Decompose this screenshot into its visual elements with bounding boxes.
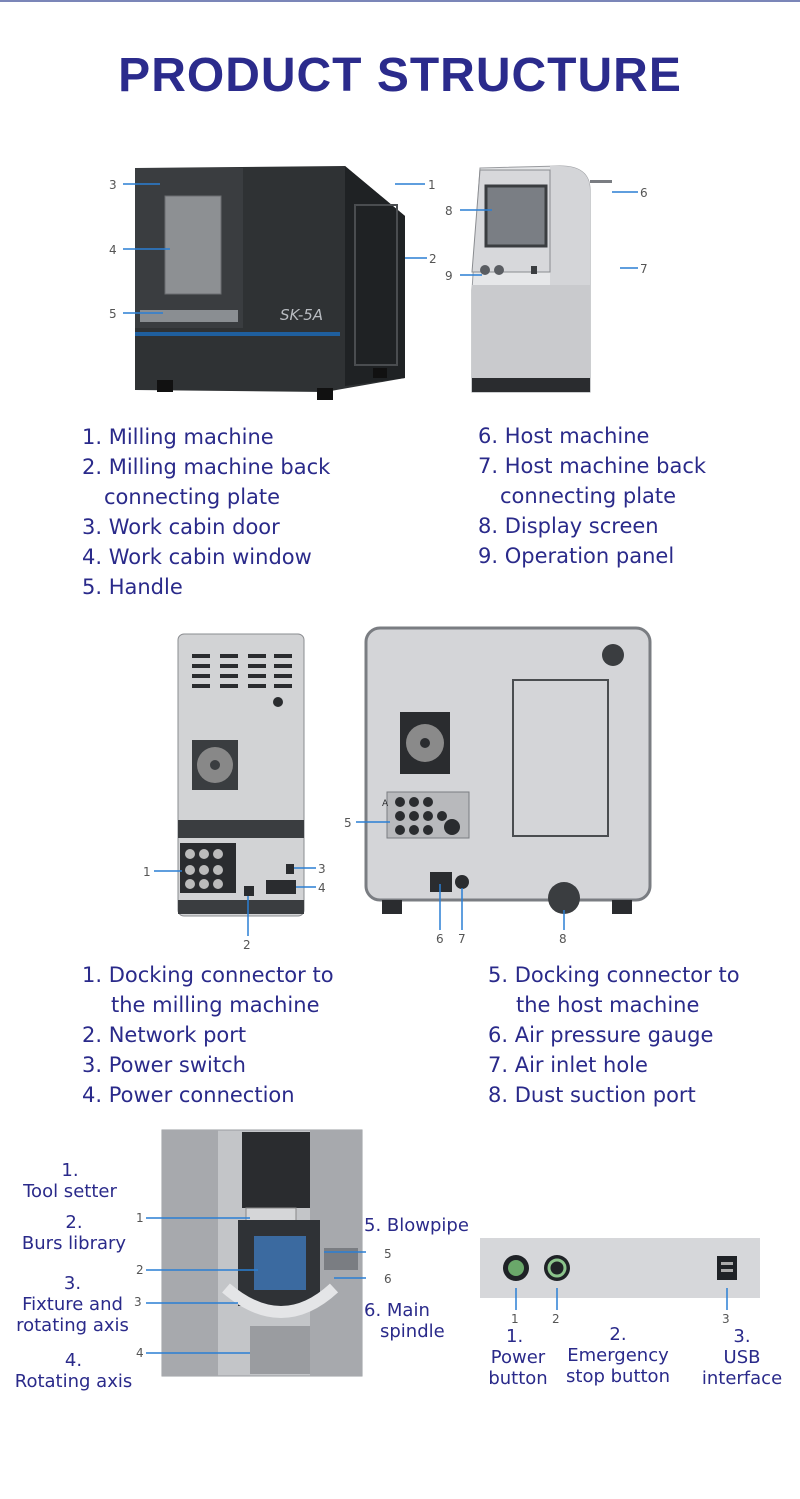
legend-item-continued: connecting plate xyxy=(104,485,281,509)
callout-6: 6 xyxy=(436,932,444,946)
callout-8: 8 xyxy=(559,932,567,946)
callout-6: 6 xyxy=(384,1272,392,1286)
legend-item: 1. Milling machine xyxy=(82,425,274,449)
label-burs-library: 2. Burs library xyxy=(10,1212,138,1254)
callout-3: 3 xyxy=(722,1312,730,1326)
callout-5: 5 xyxy=(109,307,117,321)
label-line: Fixture and xyxy=(22,1294,123,1315)
milling-machine-figure: SK-5A 3 4 5 1 2 xyxy=(109,166,437,400)
work-cabin-figure: 1 2 3 4 xyxy=(134,1129,366,1377)
legend-item: 9. Operation panel xyxy=(478,544,675,568)
callout-4: 4 xyxy=(109,243,117,257)
legend-section1-right: 6. Host machine 7. Host machine back con… xyxy=(478,421,778,571)
legend-item: 7. Host machine back xyxy=(478,454,707,478)
legend-item: 8. Dust suction port xyxy=(488,1083,696,1107)
label-line: interface xyxy=(701,1368,783,1389)
legend-item-continued: the host machine xyxy=(516,993,700,1017)
milling-back-figure: A 5 6 7 8 xyxy=(344,626,652,946)
callout-2: 2 xyxy=(552,1312,560,1326)
callout-1: 1 xyxy=(136,1211,144,1225)
label-fixture: 3. Fixture and rotating axis xyxy=(10,1273,135,1336)
legend-section2-right: 5. Docking connector to the host machine… xyxy=(488,960,788,1110)
label-main-spindle: 6. Main spindle xyxy=(364,1300,464,1342)
callout-9: 9 xyxy=(445,269,453,283)
label-line: 2. xyxy=(609,1324,627,1345)
label-line: 4. xyxy=(64,1350,83,1371)
label-line: 1. xyxy=(61,1160,79,1181)
label-line: 2. xyxy=(65,1212,83,1233)
label-blowpipe: 5. Blowpipe xyxy=(364,1215,484,1236)
label-line: 6. Main xyxy=(364,1300,430,1321)
legend-item: 7. Air inlet hole xyxy=(488,1053,648,1077)
callout-7: 7 xyxy=(458,932,466,946)
label-line: rotating axis xyxy=(16,1315,129,1336)
callout-5: 5 xyxy=(384,1247,392,1261)
legend-item: 4. Work cabin window xyxy=(82,545,312,569)
callout-1: 1 xyxy=(511,1312,519,1326)
label-tool-setter: 1. Tool setter xyxy=(10,1160,130,1202)
callout-3: 3 xyxy=(318,862,326,876)
connector-label: A xyxy=(382,799,389,809)
label-line: 3. xyxy=(733,1326,751,1347)
label-line: Rotating axis xyxy=(14,1371,133,1392)
label-line: Emergency xyxy=(567,1345,669,1366)
top-border xyxy=(0,0,800,2)
callout-2: 2 xyxy=(136,1263,144,1277)
host-back-figure: 1 3 4 2 xyxy=(143,633,326,952)
host-machine-figure: 6 8 9 7 xyxy=(445,165,648,393)
legend-item: 2. Milling machine back xyxy=(82,455,331,479)
legend-item: 2. Network port xyxy=(82,1023,247,1047)
legend-item: 8. Display screen xyxy=(478,514,659,538)
label-line: Power xyxy=(490,1347,546,1368)
legend-item: 6. Host machine xyxy=(478,424,650,448)
label-rotating-axis: 4. Rotating axis xyxy=(6,1350,141,1392)
operation-panel-figure: 1 2 3 xyxy=(480,1238,760,1326)
callout-4: 4 xyxy=(318,881,326,895)
label-line: Burs library xyxy=(21,1233,127,1254)
legend-item: 4. Power connection xyxy=(82,1083,295,1107)
callout-6: 6 xyxy=(640,186,648,200)
legend-item: 5. Docking connector to xyxy=(488,963,740,987)
callout-3: 3 xyxy=(109,178,117,192)
callout-4: 4 xyxy=(136,1346,144,1360)
callout-2: 2 xyxy=(429,252,437,266)
legend-item: 6. Air pressure gauge xyxy=(488,1023,714,1047)
callout-7: 7 xyxy=(640,262,648,276)
label-line: 3. xyxy=(63,1273,82,1294)
callout-2: 2 xyxy=(243,938,251,952)
label-line: USB xyxy=(723,1347,761,1368)
callout-1: 1 xyxy=(428,178,436,192)
callout-1: 1 xyxy=(143,865,151,879)
label-line: spindle xyxy=(380,1321,445,1342)
label-power-button: 1. Power button xyxy=(482,1326,554,1389)
legend-item: 1. Docking connector to xyxy=(82,963,334,987)
label-line: button xyxy=(488,1368,548,1389)
callout-8: 8 xyxy=(445,204,453,218)
page-title: PRODUCT STRUCTURE xyxy=(118,49,682,102)
label-line: 5. Blowpipe xyxy=(364,1215,469,1236)
cabin-right-callouts: 5 6 xyxy=(384,1247,392,1286)
callout-5: 5 xyxy=(344,816,352,830)
legend-section2-left: 1. Docking connector to the milling mach… xyxy=(82,960,482,1110)
label-line: 1. xyxy=(506,1326,524,1347)
legend-item: 3. Work cabin door xyxy=(82,515,280,539)
legend-item-continued: the milling machine xyxy=(111,993,320,1017)
label-usb-interface: 3. USB interface xyxy=(692,1326,792,1389)
legend-section1-left: 1. Milling machine 2. Milling machine ba… xyxy=(82,422,462,602)
callout-3: 3 xyxy=(134,1295,142,1309)
brand-text: SK-5A xyxy=(280,306,323,324)
label-line: Tool setter xyxy=(23,1181,117,1202)
label-emergency-stop: 2. Emergency stop button xyxy=(560,1324,676,1387)
label-line: stop button xyxy=(566,1366,670,1387)
legend-item-continued: connecting plate xyxy=(500,484,677,508)
legend-item: 3. Power switch xyxy=(82,1053,246,1077)
legend-item: 5. Handle xyxy=(82,575,183,599)
